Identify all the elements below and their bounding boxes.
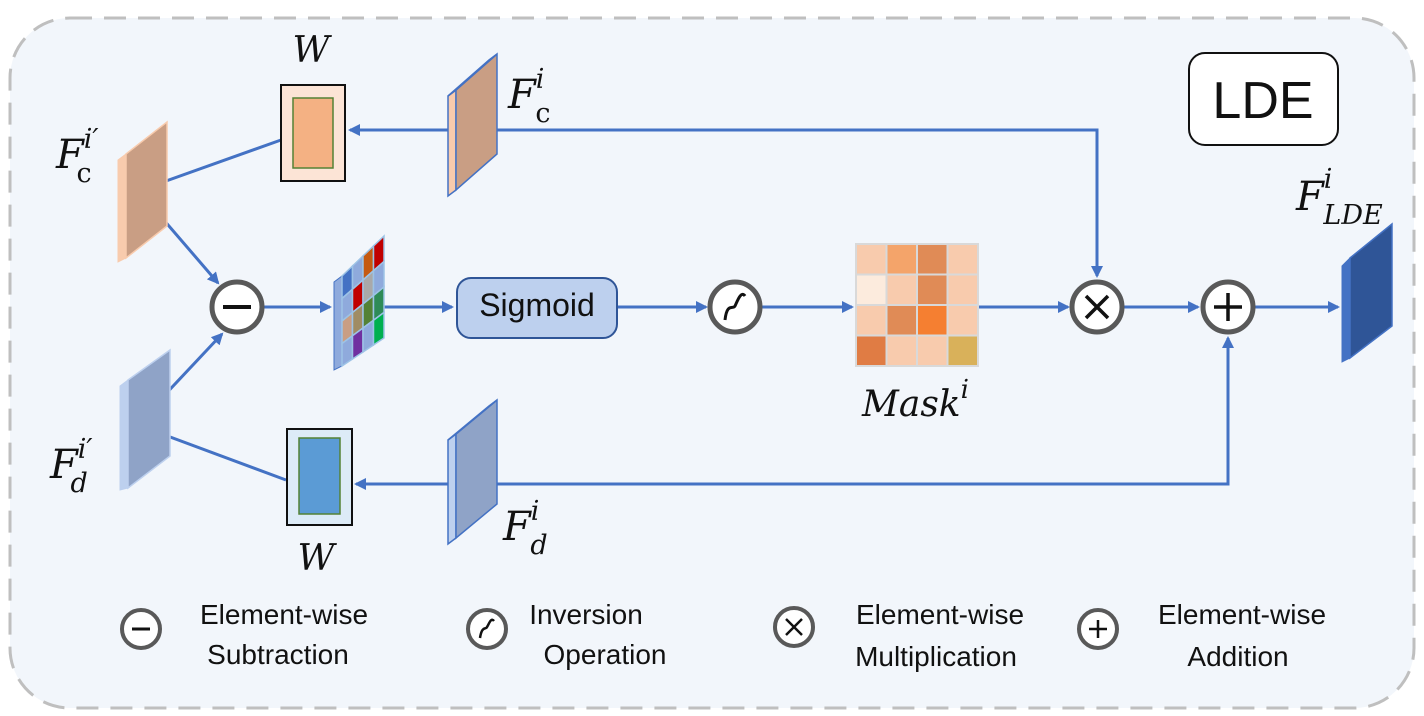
- legend-multiplication-line2: Multiplication: [855, 641, 1017, 672]
- lde-badge-label: LDE: [1212, 72, 1313, 130]
- feature-map-fc-prime: [117, 120, 168, 263]
- arrow-fd-to-add: [480, 336, 1234, 486]
- arrow-weight-to-fdprime: [152, 428, 287, 482]
- feature-map-fd: [447, 398, 498, 546]
- mask-cell: [885, 243, 918, 276]
- mask-cell: [916, 243, 949, 276]
- mask-cell: [885, 334, 918, 367]
- weight-label-bottom: W: [297, 538, 337, 579]
- mask-cell: [916, 334, 949, 367]
- difference-grid: [333, 234, 385, 371]
- mask-cell: [916, 304, 949, 337]
- mask-cell: [855, 304, 888, 337]
- module-panel: [8, 16, 1416, 710]
- subtract-operator: [209, 279, 265, 335]
- legend-multiplication-line1: Element-wise: [856, 599, 1024, 630]
- add-operator: [1200, 279, 1256, 335]
- mask-cell: [946, 243, 979, 276]
- legend-inversion-line1: Inversion: [529, 599, 643, 630]
- legend-subtraction-line1: Element-wise: [200, 599, 368, 630]
- mask-cell: [855, 273, 888, 306]
- legend-addition-line2: Addition: [1187, 641, 1288, 672]
- label-mask: Maski: [861, 375, 969, 425]
- legend-item-multiplication: Element-wise Multiplication: [773, 599, 1024, 672]
- mask-grid: [855, 243, 979, 367]
- arrow-weight-to-fcprime: [150, 138, 282, 189]
- mask-cell: [916, 273, 949, 306]
- inversion-icon: [466, 608, 508, 650]
- legend: Element-wise Subtraction Inversion Opera…: [120, 599, 1326, 672]
- legend-item-subtraction: Element-wise Subtraction: [120, 599, 368, 670]
- sigmoid-label: Sigmoid: [479, 287, 595, 323]
- feature-map-fc: [447, 52, 498, 198]
- weight-box-top: [280, 84, 346, 182]
- legend-addition-line1: Element-wise: [1158, 599, 1326, 630]
- mask-cell: [885, 273, 918, 306]
- legend-item-inversion: Inversion Operation: [466, 599, 667, 670]
- feature-map-output: [1341, 222, 1393, 363]
- inversion-operator: [707, 279, 763, 335]
- grid-cell: [372, 311, 385, 347]
- label-fd-prime: Fi′d: [49, 434, 93, 499]
- grid-side-strip: [333, 275, 343, 371]
- mask-cell: [946, 273, 979, 306]
- mask-cell: [946, 304, 979, 337]
- multiply-operator: [1069, 279, 1125, 335]
- legend-subtraction-line2: Subtraction: [207, 639, 349, 670]
- mask-cell: [946, 334, 979, 367]
- lde-badge: LDE: [1188, 52, 1339, 146]
- mask-cell: [855, 334, 888, 367]
- weight-label-top: W: [292, 30, 332, 71]
- legend-inversion-line2: Operation: [544, 639, 667, 670]
- legend-item-addition: Element-wise Addition: [1077, 599, 1326, 672]
- sigmoid-block: Sigmoid: [456, 277, 618, 339]
- mask-cell: [885, 304, 918, 337]
- mask-cell: [855, 243, 888, 276]
- weight-box-bottom: [286, 428, 353, 526]
- arrow-fc-to-multiply: [480, 128, 1103, 278]
- feature-map-fd-prime: [119, 348, 171, 491]
- label-fc-prime: Fi′c: [55, 124, 99, 189]
